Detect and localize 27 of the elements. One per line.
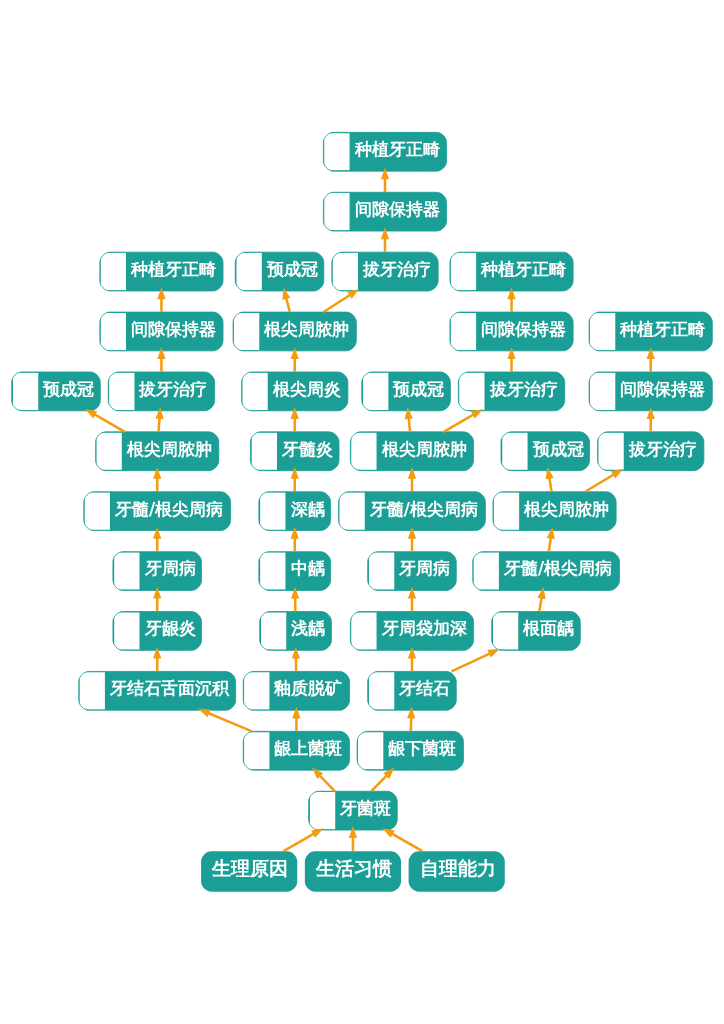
arrow bbox=[322, 288, 360, 314]
arrow bbox=[537, 586, 546, 612]
arrow bbox=[443, 408, 484, 433]
arrow bbox=[282, 828, 324, 853]
arrow bbox=[382, 828, 424, 853]
arrow bbox=[290, 466, 299, 492]
arrow bbox=[370, 767, 395, 792]
node-box: 生活习惯 bbox=[304, 851, 401, 892]
arrow bbox=[451, 648, 500, 673]
arrow bbox=[157, 287, 166, 312]
arrow bbox=[198, 708, 253, 733]
arrow bbox=[545, 467, 554, 492]
arrow bbox=[290, 347, 299, 372]
arrow bbox=[584, 468, 624, 493]
node-box: 生理原因 bbox=[201, 851, 298, 892]
arrow bbox=[292, 706, 301, 732]
arrow bbox=[311, 767, 336, 792]
arrow bbox=[646, 347, 655, 372]
node-box: 自理能力 bbox=[408, 851, 505, 892]
arrow bbox=[290, 526, 299, 552]
arrow bbox=[507, 347, 516, 372]
arrow bbox=[646, 407, 655, 432]
arrow bbox=[546, 526, 555, 552]
arrow bbox=[157, 347, 166, 372]
arrow bbox=[507, 287, 516, 312]
arrow bbox=[290, 407, 299, 432]
arrow bbox=[282, 287, 292, 313]
